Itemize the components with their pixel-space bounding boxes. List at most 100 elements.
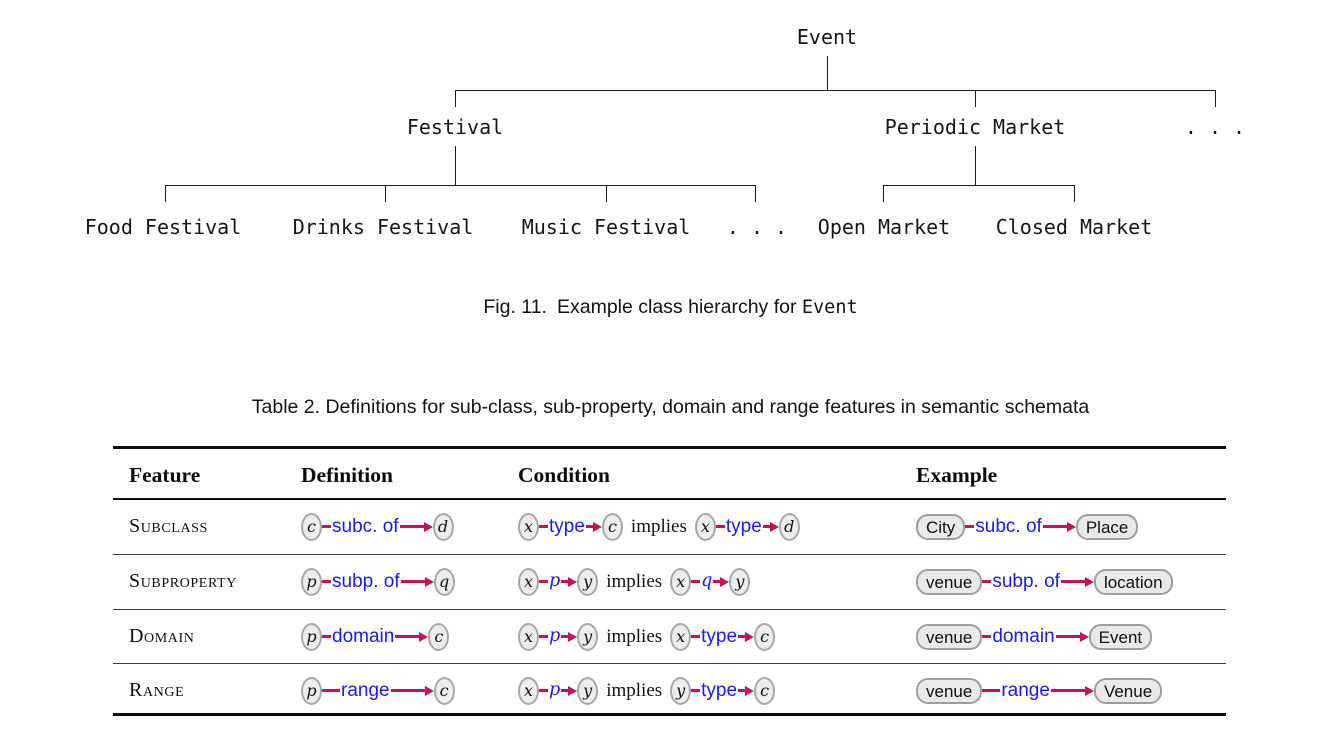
tree-node-periodic-market: Periodic Market xyxy=(884,115,1066,139)
definition-diagram: c subc. of d xyxy=(301,500,454,553)
header-definition: Definition xyxy=(301,462,393,487)
edge-label: subc. of xyxy=(332,516,399,537)
edge-label: range xyxy=(341,680,390,701)
property-node: q xyxy=(433,567,455,596)
arrow-icon xyxy=(561,686,577,696)
header-example: Example xyxy=(916,462,998,487)
tree-edge xyxy=(165,185,167,202)
figure-caption-code: Event xyxy=(801,297,858,318)
tree-node-music-festival: Music Festival xyxy=(521,215,691,239)
table-header-rule xyxy=(113,498,1226,500)
tree-node-festival: Festival xyxy=(406,115,504,139)
edge-connector xyxy=(322,580,331,583)
property-node: p xyxy=(301,622,322,651)
edge-label: p xyxy=(549,570,561,591)
tree-edge xyxy=(165,185,756,187)
table-top-rule xyxy=(113,446,1226,449)
edge-connector xyxy=(322,689,340,692)
class-node: x xyxy=(518,676,539,705)
arrow-icon xyxy=(399,522,433,532)
edge-connector xyxy=(715,525,725,528)
tree-edge xyxy=(975,146,977,185)
edge-connector xyxy=(965,525,975,528)
class-node: d xyxy=(778,512,800,541)
tree-edge xyxy=(385,185,387,202)
feature-label: Subclass xyxy=(129,515,208,537)
class-node: y xyxy=(729,567,751,596)
figure-caption-text: Example class hierarchy for xyxy=(556,296,797,318)
class-node: c xyxy=(754,676,776,705)
edge-connector xyxy=(322,525,331,528)
edge-label: q xyxy=(701,570,713,591)
edge-label: type xyxy=(701,680,738,701)
edge-label: type xyxy=(549,516,585,537)
class-node: c xyxy=(754,622,776,651)
edge-connector xyxy=(539,689,548,692)
edge-connector xyxy=(982,580,992,583)
arrow-icon xyxy=(395,632,428,642)
arrow-icon xyxy=(1055,632,1089,642)
tree-node-open-market: Open Market xyxy=(817,215,951,239)
edge-connector xyxy=(539,525,548,528)
feature-label: Range xyxy=(129,679,185,701)
tree-edge xyxy=(455,146,457,185)
arrow-icon xyxy=(561,577,577,587)
tree-edge xyxy=(827,56,829,90)
row-separator xyxy=(113,609,1226,611)
implies-word: implies xyxy=(630,515,687,537)
class-node: x xyxy=(694,512,716,541)
edge-label: subp. of xyxy=(992,571,1060,592)
entity-node: Event xyxy=(1088,623,1153,650)
arrow-icon xyxy=(400,577,434,587)
class-node: x xyxy=(518,622,539,651)
edge-label: type xyxy=(701,626,738,647)
row-separator xyxy=(113,554,1226,556)
edge-connector xyxy=(982,689,1001,692)
figure-caption: Fig. 11. Example class hierarchy for Even… xyxy=(0,296,1341,319)
edge-connector xyxy=(691,689,701,692)
tree-node-drinks-festival: Drinks Festival xyxy=(292,215,474,239)
edge-connector xyxy=(691,635,701,638)
entity-node: Place xyxy=(1075,513,1139,540)
edge-label: p xyxy=(549,679,561,700)
edge-label: type xyxy=(725,516,762,537)
edge-connector xyxy=(539,580,548,583)
arrow-icon xyxy=(1050,686,1094,696)
tree-edge xyxy=(883,185,885,202)
edge-label: domain xyxy=(332,626,395,647)
arrow-icon xyxy=(1060,577,1094,587)
table-bottom-rule xyxy=(113,713,1226,716)
edge-label: p xyxy=(549,625,561,646)
edge-connector xyxy=(982,635,992,638)
class-node: y xyxy=(577,676,599,705)
class-node: x xyxy=(518,567,539,596)
arrow-icon xyxy=(738,632,754,642)
definitions-table: Feature Definition Condition Example Sub… xyxy=(113,446,1226,716)
arrow-icon xyxy=(1042,522,1076,532)
figure-number: Fig. 11. xyxy=(483,296,547,318)
class-node: d xyxy=(432,512,454,541)
class-node: y xyxy=(577,567,599,596)
entity-node: location xyxy=(1093,568,1173,595)
entity-node: Venue xyxy=(1093,677,1163,704)
tree-node-ellipsis: . . . xyxy=(1184,115,1246,139)
class-node: c xyxy=(301,512,322,541)
property-node: p xyxy=(301,676,322,705)
edge-label: range xyxy=(1001,680,1050,701)
edge-label: domain xyxy=(992,626,1055,647)
header-feature: Feature xyxy=(129,462,201,487)
edge-connector xyxy=(539,635,548,638)
